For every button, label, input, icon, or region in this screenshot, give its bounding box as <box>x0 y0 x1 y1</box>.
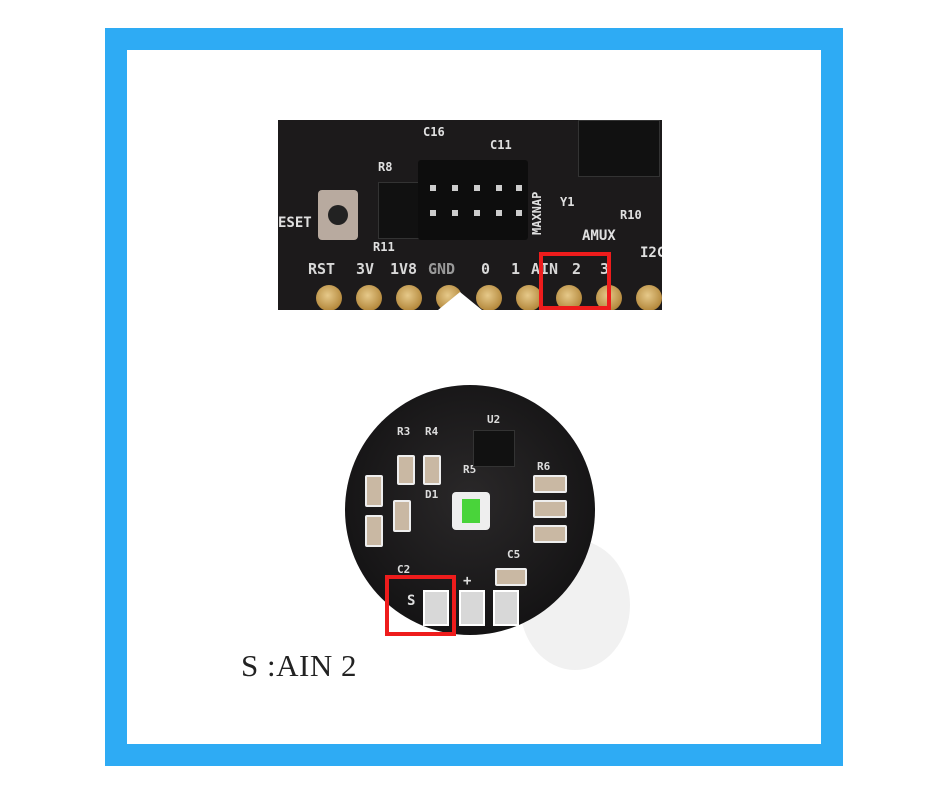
silk-maxnap: MAXNAP <box>530 191 544 235</box>
silk-c11: C11 <box>490 138 512 152</box>
silk-s: S <box>407 593 416 609</box>
silk-r11: R11 <box>373 240 395 254</box>
resistor <box>533 525 567 543</box>
silk-plus: + <box>463 573 472 589</box>
resistor <box>533 475 567 493</box>
silk-r4: R4 <box>425 425 439 438</box>
pad-plus <box>459 590 485 626</box>
board-pin-header-photo: ESET C16 C11 R8 R11 MAXNAP Y1 R10 AMUX I… <box>278 120 662 310</box>
capacitor <box>393 500 411 532</box>
pad-minus <box>493 590 519 626</box>
silk-r6: R6 <box>537 460 551 473</box>
silk-r8: R8 <box>378 160 393 174</box>
silk-r5: R5 <box>463 463 477 476</box>
pin-label-3: 3 <box>600 260 610 278</box>
capacitor <box>365 515 383 547</box>
pin-label-gnd: GND <box>428 260 456 278</box>
ic-u2 <box>473 430 515 467</box>
pin-rst <box>316 285 342 310</box>
pin-label-0: 0 <box>481 260 491 278</box>
capacitor <box>495 568 527 586</box>
resistor <box>423 455 441 485</box>
capacitor <box>365 475 383 507</box>
reset-button-component <box>318 190 358 240</box>
resistor <box>397 455 415 485</box>
resistor <box>533 500 567 518</box>
silk-r3: R3 <box>397 425 411 438</box>
silk-amux: AMUX <box>582 228 616 244</box>
pin-label-ain: AIN <box>531 260 559 278</box>
silk-d1: D1 <box>425 488 439 501</box>
silk-c16: C16 <box>423 125 445 139</box>
pin-label-1v8: 1V8 <box>390 260 418 278</box>
silk-u2: U2 <box>487 413 501 426</box>
pin-i2c <box>636 285 662 310</box>
pin-label-3v: 3V <box>356 260 375 278</box>
pin-label-1: 1 <box>511 260 521 278</box>
highlight-box-signal-pad <box>385 575 456 636</box>
pin-ain2 <box>556 285 582 310</box>
pin-1 <box>516 285 542 310</box>
silk-reset: ESET <box>278 215 312 231</box>
pin-header-connector <box>418 160 528 240</box>
green-led <box>452 492 490 530</box>
silk-i2c: I2C <box>640 245 662 261</box>
silk-c2: C2 <box>397 563 411 576</box>
ic-chip <box>578 120 660 177</box>
silk-y1: Y1 <box>560 195 575 209</box>
pin-label-2: 2 <box>572 260 582 278</box>
pulse-sensor-photo: R3 R4 U2 R6 R5 D1 C5 C2 S + <box>345 385 595 635</box>
caption: S :AIN 2 <box>241 648 357 683</box>
pin-label-rst: RST <box>308 260 336 278</box>
highlight-box-ain2 <box>539 252 611 310</box>
pin-1v8 <box>396 285 422 310</box>
silk-r10: R10 <box>620 208 642 222</box>
silk-c5: C5 <box>507 548 521 561</box>
pointer-notch <box>438 292 482 310</box>
pin-3v <box>356 285 382 310</box>
pad-s <box>423 590 449 626</box>
